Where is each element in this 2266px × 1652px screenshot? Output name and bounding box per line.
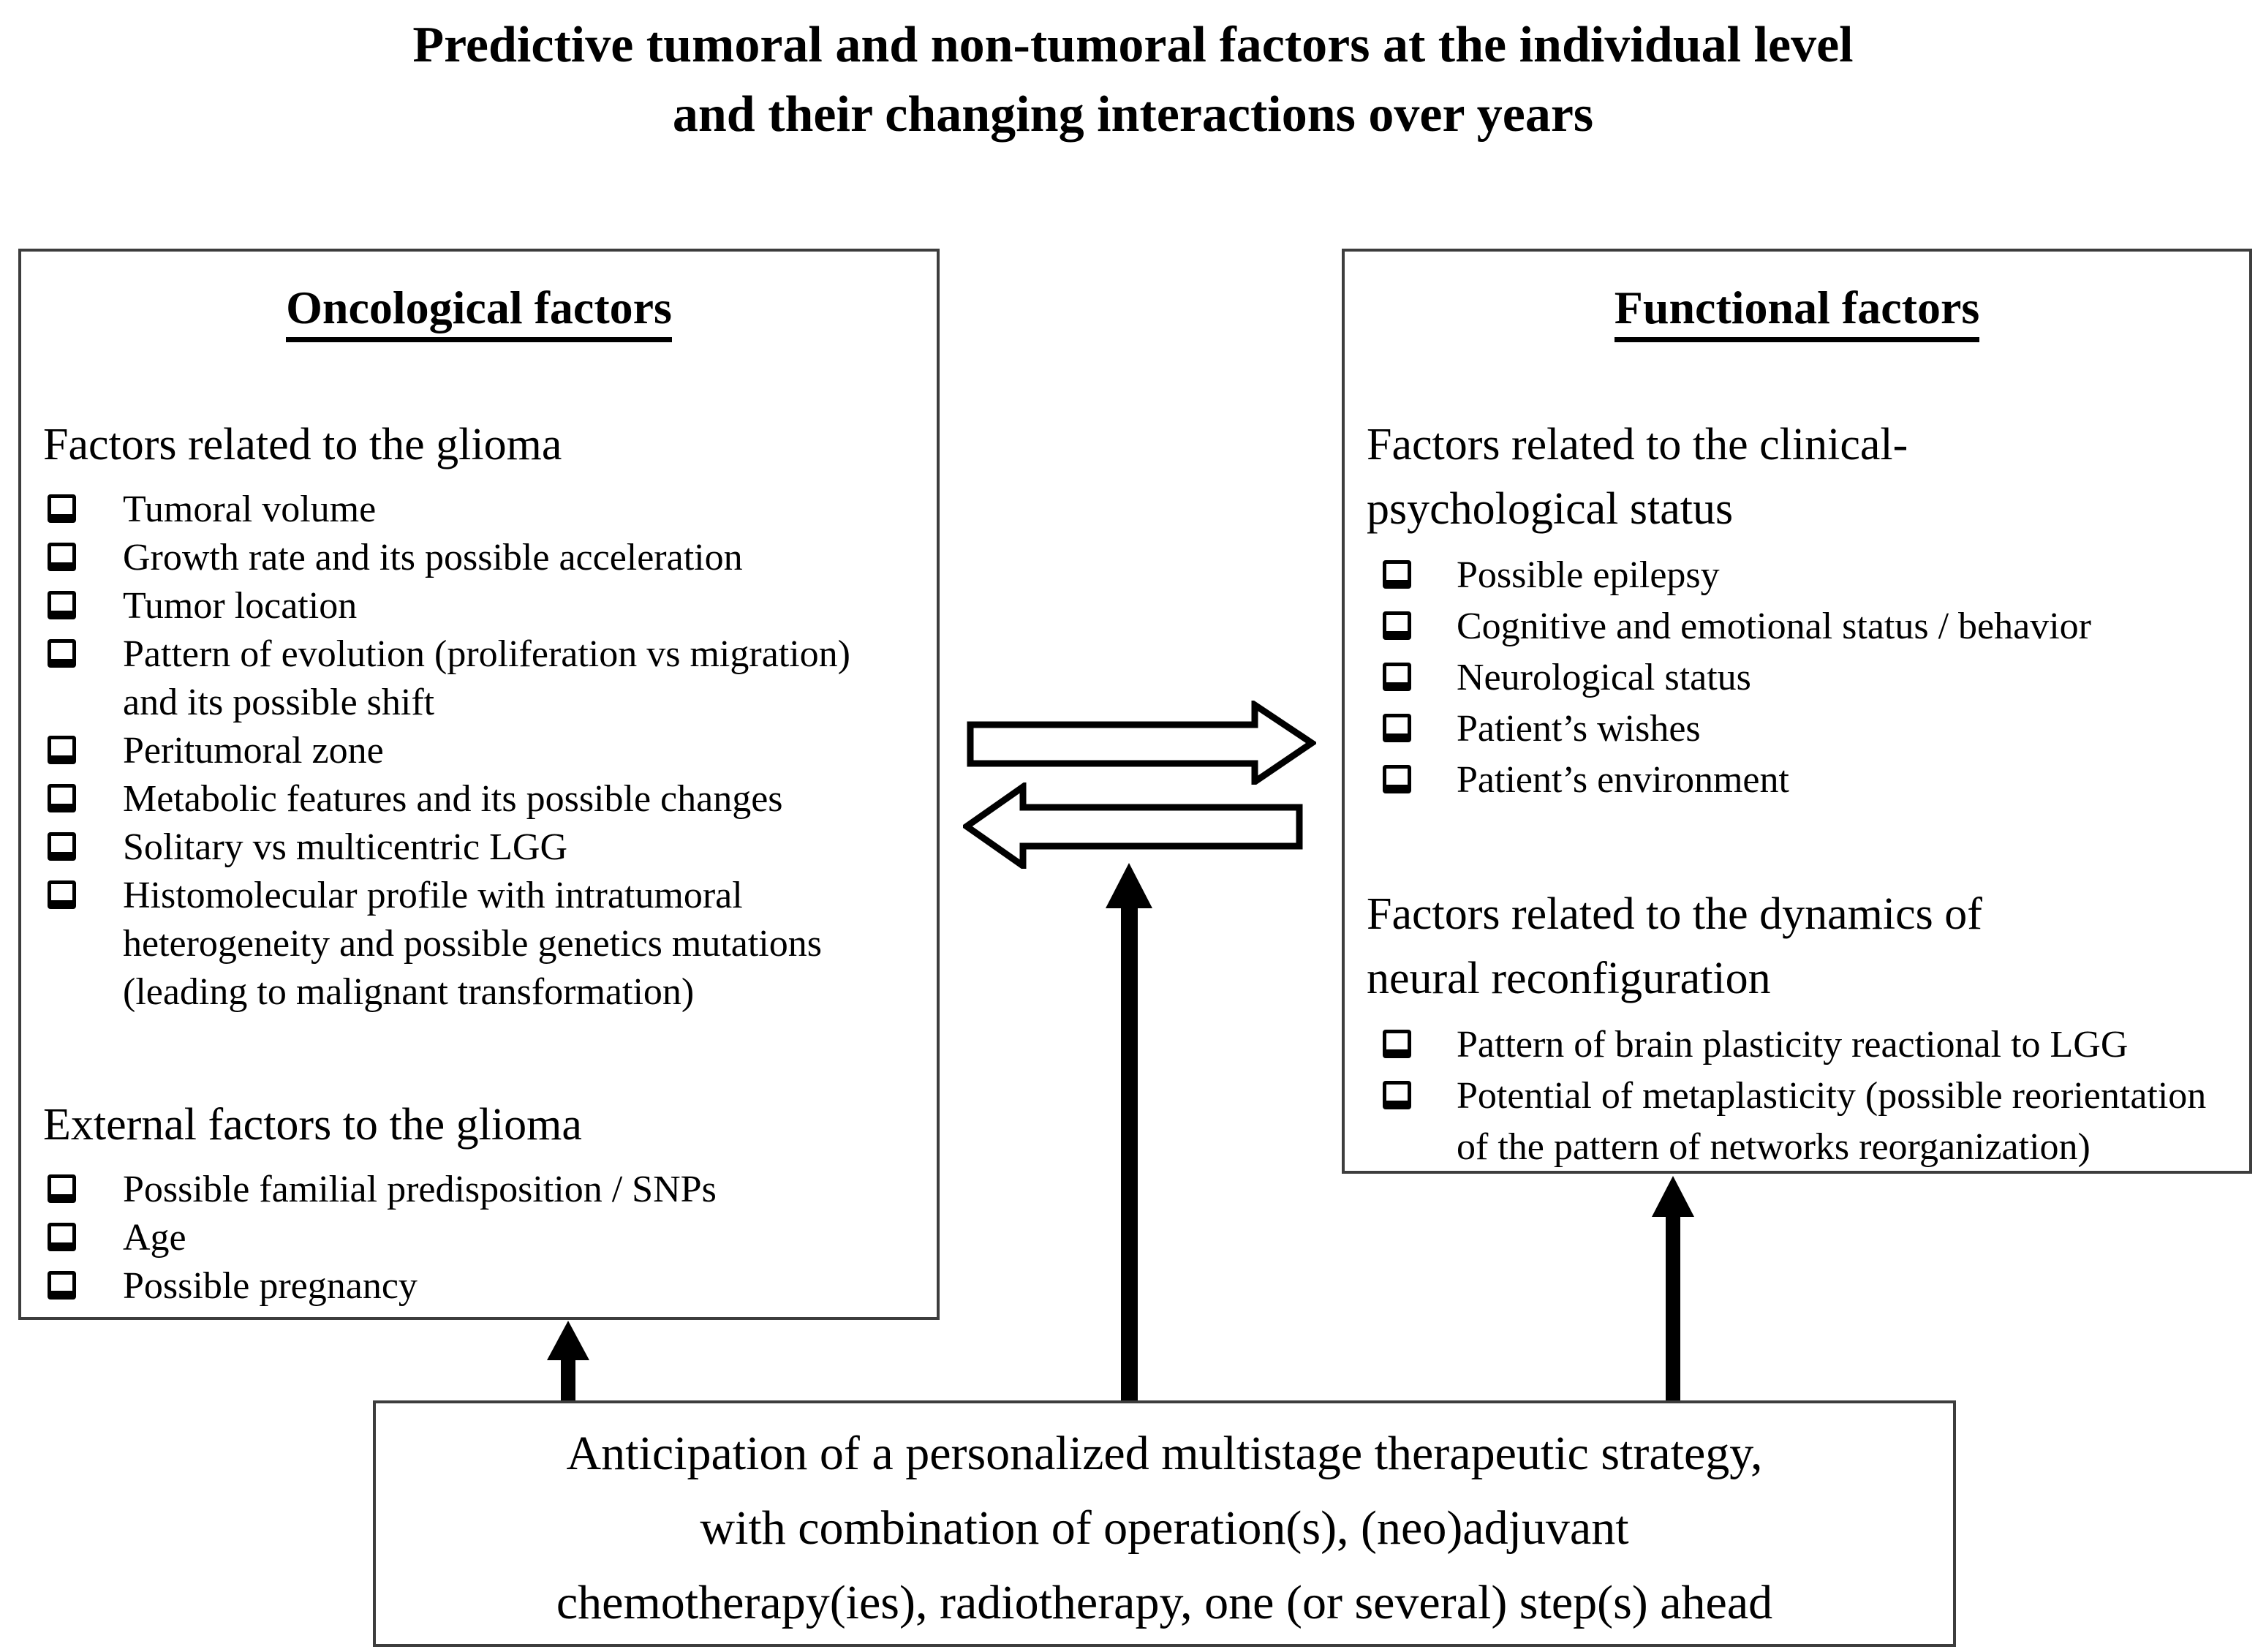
- arrow-up-left-icon: [547, 1321, 589, 1400]
- checkbox-bullet-icon: [48, 543, 76, 571]
- list-item-text: Tumoral volume: [123, 489, 377, 530]
- functional-factors-heading-text: Functional factors: [1614, 282, 1980, 342]
- checkbox-bullet-icon: [48, 736, 76, 764]
- list-item: Pattern of evolution (proliferation vs m…: [43, 630, 926, 727]
- list-item-text: of the pattern of networks reorganizatio…: [1457, 1126, 2091, 1168]
- therapeutic-strategy-text: Anticipation of a personalized multistag…: [376, 1403, 1953, 1640]
- checkbox-bullet-icon: [1383, 1030, 1411, 1058]
- diagram-title: Predictive tumoral and non-tumoral facto…: [0, 10, 2266, 149]
- list-item: Tumor location: [43, 582, 926, 630]
- list-item-text: Cognitive and emotional status / behavio…: [1457, 606, 2091, 647]
- checkbox-bullet-icon: [1383, 611, 1411, 640]
- oncological-factors-heading: Oncological factors: [21, 252, 937, 342]
- list-item: Growth rate and its possible acceleratio…: [43, 534, 926, 582]
- checkbox-bullet-icon: [48, 1174, 76, 1203]
- list-item-text: Growth rate and its possible acceleratio…: [123, 537, 743, 578]
- list-item: Patient’s wishes: [1367, 704, 2239, 755]
- section-heading: Factors related to the clinical- psychol…: [1367, 412, 2239, 541]
- checkbox-bullet-icon: [48, 1223, 76, 1251]
- section-heading: External factors to the glioma: [43, 1093, 926, 1157]
- list-item-text: Pattern of brain plasticity reactional t…: [1457, 1024, 2129, 1065]
- list-item-text: Pattern of evolution (proliferation vs m…: [123, 633, 850, 675]
- list-item: Histomolecular profile with intratumoral…: [43, 872, 926, 1017]
- checkbox-bullet-icon: [1383, 765, 1411, 793]
- list-item-text: Possible familial predisposition / SNPs: [123, 1169, 717, 1210]
- item-list: Possible familial predisposition / SNPs …: [43, 1166, 926, 1310]
- list-item-text: Possible epilepsy: [1457, 554, 1720, 596]
- list-item: Tumoral volume: [43, 486, 926, 534]
- checkbox-bullet-icon: [48, 494, 76, 523]
- list-item: Age: [43, 1214, 926, 1262]
- section-heading: Factors related to the dynamics of neura…: [1367, 882, 2239, 1011]
- list-item: Peritumoral zone: [43, 727, 926, 775]
- diagram-title-line-2: and their changing interactions over yea…: [672, 86, 1594, 143]
- checkbox-bullet-icon: [1383, 714, 1411, 742]
- section-heading-line: Factors related to the clinical-: [1367, 420, 1908, 469]
- oncological-factors-heading-text: Oncological factors: [286, 282, 672, 342]
- section-dynamics-neural-reconfiguration: Factors related to the dynamics of neura…: [1345, 882, 2249, 1173]
- list-item-text: Histomolecular profile with intratumoral: [123, 875, 743, 916]
- section-heading-line: External factors to the glioma: [43, 1100, 582, 1150]
- section-external-factors: External factors to the glioma Possible …: [21, 1093, 937, 1310]
- arrow-right-hollow-icon: [967, 701, 1316, 785]
- item-list: Tumoral volume Growth rate and its possi…: [43, 486, 926, 1017]
- checkbox-bullet-icon: [48, 832, 76, 861]
- list-item-text: Peritumoral zone: [123, 730, 384, 772]
- therapeutic-strategy-line-1: Anticipation of a personalized multistag…: [566, 1427, 1763, 1480]
- list-item: Possible pregnancy: [43, 1262, 926, 1310]
- list-item: Possible epilepsy: [1367, 550, 2239, 601]
- list-item-text: and its possible shift: [123, 682, 435, 723]
- list-item-text: Potential of metaplasticity (possible re…: [1457, 1075, 2207, 1117]
- list-item: Patient’s environment: [1367, 755, 2239, 806]
- checkbox-bullet-icon: [48, 784, 76, 812]
- diagram-title-line-1: Predictive tumoral and non-tumoral facto…: [412, 17, 1854, 73]
- checkbox-bullet-icon: [1383, 560, 1411, 589]
- functional-factors-box: Functional factors Factors related to th…: [1342, 249, 2252, 1174]
- checkbox-bullet-icon: [1383, 663, 1411, 691]
- section-heading-line: psychological status: [1367, 484, 1734, 534]
- therapeutic-strategy-line-2: with combination of operation(s), (neo)a…: [700, 1501, 1629, 1555]
- functional-factors-heading: Functional factors: [1345, 252, 2249, 342]
- section-heading-line: Factors related to the glioma: [43, 420, 562, 469]
- section-clinical-psychological-status: Factors related to the clinical- psychol…: [1345, 412, 2249, 806]
- list-item-text: Possible pregnancy: [123, 1265, 418, 1307]
- item-list: Pattern of brain plasticity reactional t…: [1367, 1019, 2239, 1173]
- list-item-text: Neurological status: [1457, 657, 1751, 698]
- list-item: Solitary vs multicentric LGG: [43, 823, 926, 872]
- list-item-text: Patient’s environment: [1457, 759, 1789, 801]
- arrow-left-hollow-icon: [963, 782, 1303, 869]
- checkbox-bullet-icon: [48, 591, 76, 619]
- list-item: Potential of metaplasticity (possible re…: [1367, 1071, 2239, 1173]
- list-item: Metabolic features and its possible chan…: [43, 775, 926, 823]
- oncological-factors-box: Oncological factors Factors related to t…: [18, 249, 940, 1320]
- list-item-text: Age: [123, 1217, 186, 1259]
- arrow-up-center-icon: [1106, 863, 1152, 1400]
- arrow-up-right-icon: [1652, 1176, 1694, 1400]
- list-item-text: Metabolic features and its possible chan…: [123, 778, 783, 820]
- section-heading: Factors related to the glioma: [43, 412, 926, 477]
- section-factors-related-to-glioma: Factors related to the glioma Tumoral vo…: [21, 412, 937, 1017]
- checkbox-bullet-icon: [48, 639, 76, 668]
- section-heading-line: Factors related to the dynamics of: [1367, 889, 1982, 939]
- list-item: Pattern of brain plasticity reactional t…: [1367, 1019, 2239, 1071]
- checkbox-bullet-icon: [1383, 1081, 1411, 1109]
- therapeutic-strategy-box: Anticipation of a personalized multistag…: [373, 1400, 1956, 1647]
- list-item-text: heterogeneity and possible genetics muta…: [123, 923, 822, 965]
- list-item-text: Tumor location: [123, 585, 358, 627]
- list-item: Neurological status: [1367, 652, 2239, 704]
- therapeutic-strategy-line-3: chemotherapy(ies), radiotherapy, one (or…: [556, 1576, 1773, 1629]
- checkbox-bullet-icon: [48, 1271, 76, 1300]
- checkbox-bullet-icon: [48, 880, 76, 909]
- list-item-text: (leading to malignant transformation): [123, 971, 695, 1013]
- section-heading-line: neural reconfiguration: [1367, 954, 1771, 1003]
- list-item: Cognitive and emotional status / behavio…: [1367, 601, 2239, 652]
- item-list: Possible epilepsy Cognitive and emotiona…: [1367, 550, 2239, 806]
- list-item-text: Solitary vs multicentric LGG: [123, 826, 568, 868]
- list-item: Possible familial predisposition / SNPs: [43, 1166, 926, 1214]
- list-item-text: Patient’s wishes: [1457, 708, 1701, 750]
